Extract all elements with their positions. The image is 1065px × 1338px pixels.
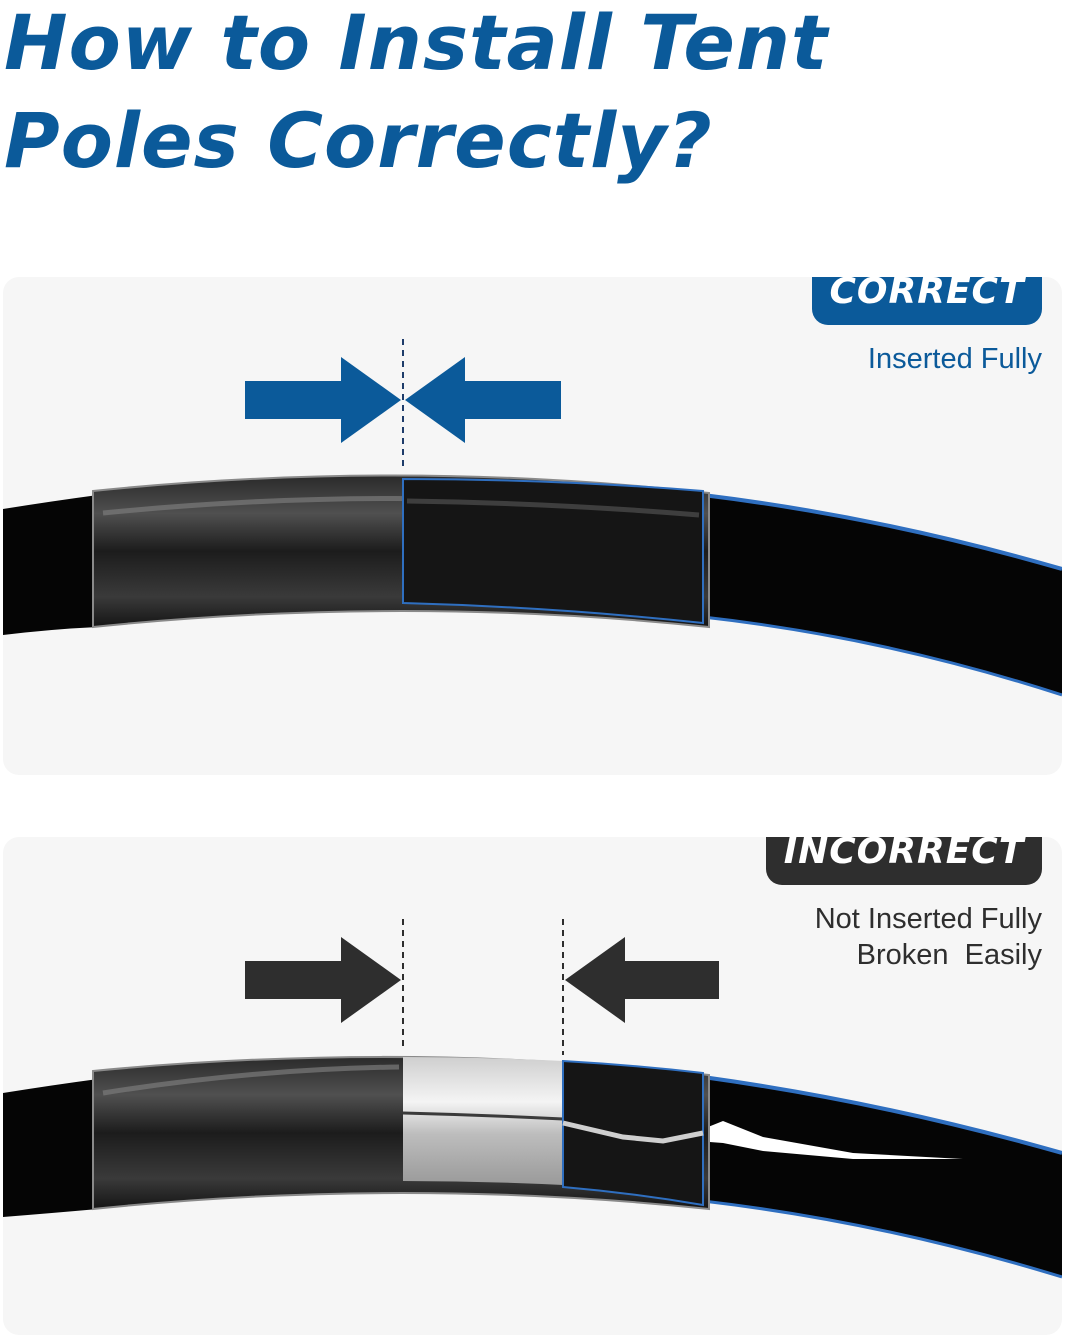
inner-pole-inserted — [402, 477, 704, 625]
incorrect-pole-illustration — [3, 919, 1062, 1279]
arrow-right-icon — [245, 937, 401, 1023]
exposed-gap — [403, 1057, 563, 1185]
title-line-1: How to Install Tent — [4, 0, 829, 87]
pole-right-segment — [703, 1077, 1062, 1277]
incorrect-caption-line-2: Broken Easily — [856, 939, 1042, 971]
arrow-right-icon — [245, 357, 401, 443]
arrow-left-icon — [405, 357, 561, 443]
incorrect-badge: INCORRECT — [766, 837, 1042, 885]
inner-pole-partial — [562, 1059, 704, 1207]
pole-left-segment — [3, 495, 98, 635]
correct-caption: Inserted Fully — [867, 343, 1042, 375]
incorrect-caption-line-1: Not Inserted Fully — [814, 903, 1042, 935]
page-title: How to Install Tent Poles Correctly? — [4, 0, 828, 190]
pole-blue-edge-bottom — [702, 615, 1062, 697]
crack-mark — [643, 1121, 963, 1159]
incorrect-caption: Not Inserted Fully Broken Easily — [815, 901, 1042, 973]
correct-badge: CORRECT — [812, 277, 1042, 325]
incorrect-panel: INCORRECT Not Inserted Fully Broken Easi… — [3, 837, 1062, 1335]
correct-panel: CORRECT Inserted Fully — [3, 277, 1062, 775]
pole-blue-edge-top — [702, 493, 1062, 571]
arrow-left-icon — [565, 937, 719, 1023]
title-line-2: Poles Correctly? — [4, 96, 713, 185]
correct-pole-illustration — [3, 339, 1062, 697]
